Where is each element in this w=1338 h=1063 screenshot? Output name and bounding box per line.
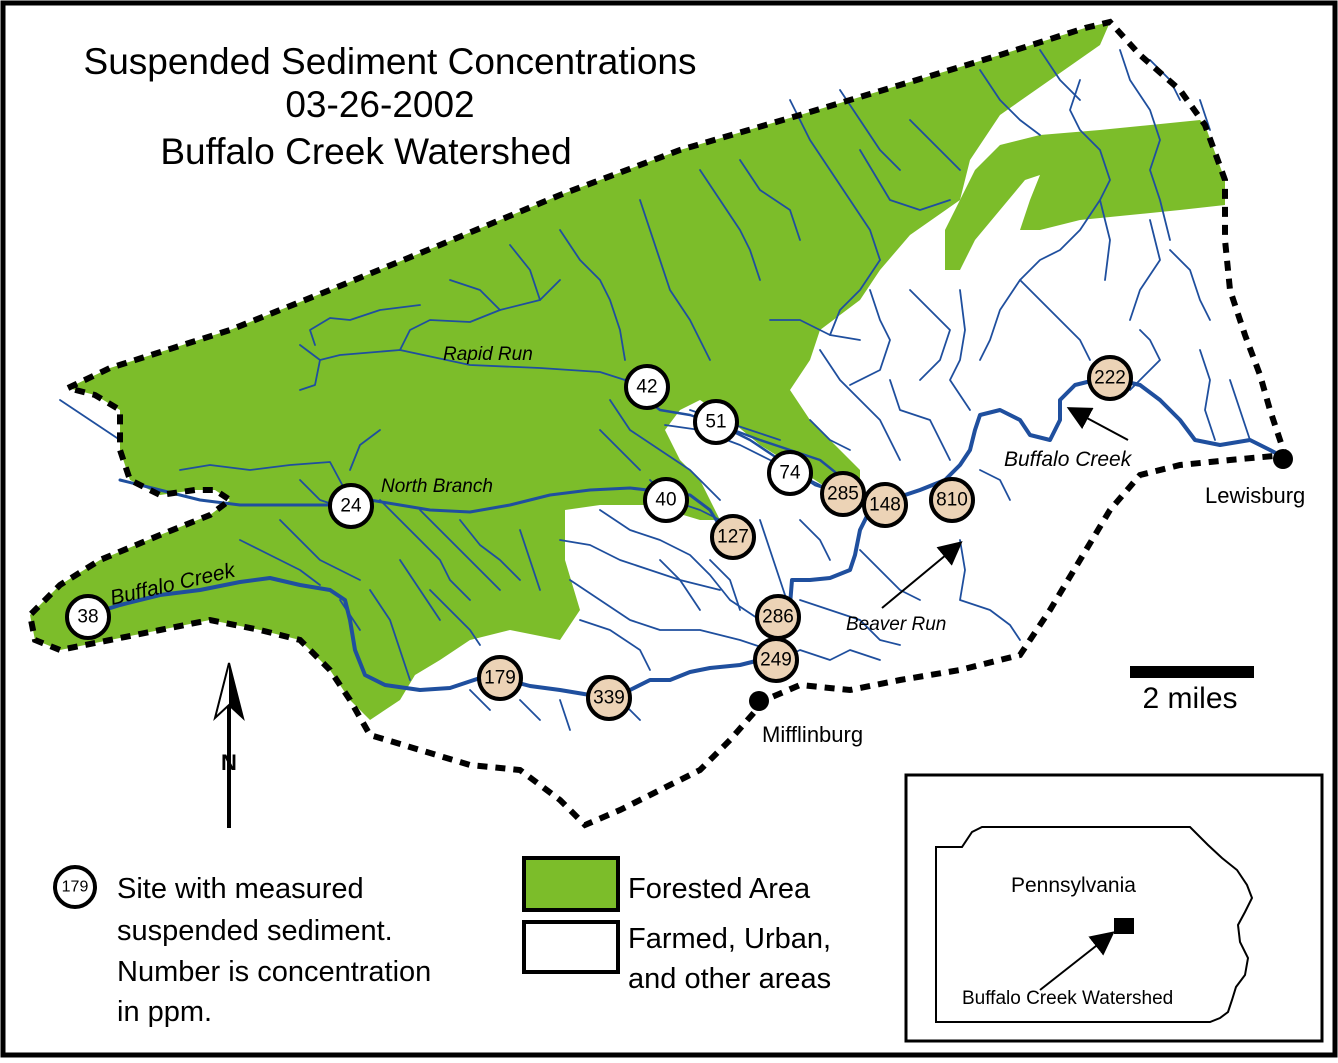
site-value: 127	[717, 527, 749, 548]
label-beaver-run: Beaver Run	[846, 614, 946, 635]
inset-leader-arrow	[1039, 931, 1115, 991]
legend-forest-label: Forested Area	[628, 873, 811, 905]
site-value: 179	[484, 668, 516, 689]
site-value: 339	[593, 688, 625, 709]
map-subtitle: Buffalo Creek Watershed	[160, 131, 571, 172]
site-value: 24	[340, 496, 362, 517]
site-marker: 249	[753, 637, 799, 683]
site-value: 51	[705, 412, 726, 433]
legend-other-line2: and other areas	[628, 963, 831, 995]
inset-watershed-label: Buffalo Creek Watershed	[962, 988, 1173, 1009]
legend-site-line4: in ppm.	[117, 996, 212, 1028]
town-label-lewisburg: Lewisburg	[1205, 483, 1305, 508]
beaver-run-leader-arrow	[881, 541, 963, 609]
legend-other-line1: Farmed, Urban,	[628, 923, 831, 955]
label-buffalo-creek-east: Buffalo Creek	[1004, 448, 1133, 471]
site-value: 40	[655, 490, 676, 511]
site-marker: 339	[586, 675, 632, 721]
legend-site-line2: suspended sediment.	[117, 915, 393, 947]
site-marker: 810	[929, 477, 975, 523]
label-rapid-run: Rapid Run	[443, 344, 533, 365]
legend-site-line1: Site with measured	[117, 873, 364, 905]
legend-forest-swatch	[522, 856, 620, 912]
inset-state-label: Pennsylvania	[1011, 874, 1136, 897]
site-marker: 148	[862, 482, 908, 528]
site-marker: 286	[755, 594, 801, 640]
north-arrow-label: N	[221, 750, 237, 775]
town-marker-lewisburg	[1273, 449, 1293, 469]
legend-site-symbol-value: 179	[62, 879, 89, 896]
label-north-branch: North Branch	[381, 476, 493, 497]
legend-area-entries: Forested Area Farmed, Urban, and other a…	[522, 856, 831, 995]
site-markers: 38 24 42 51 40 74 127 285 148 810 222 28…	[65, 355, 1133, 721]
site-marker: 179	[477, 655, 523, 701]
map-date: 03-26-2002	[285, 84, 474, 125]
site-value: 74	[779, 463, 801, 484]
site-marker: 40	[643, 477, 689, 523]
site-value: 222	[1094, 368, 1126, 389]
scale-bar-label: 2 miles	[1142, 682, 1237, 715]
scale-bar	[1130, 666, 1254, 678]
site-marker: 222	[1087, 355, 1133, 401]
inset-watershed-marker	[1114, 918, 1134, 934]
site-value: 148	[869, 495, 901, 516]
site-value: 38	[77, 607, 98, 628]
site-marker: 24	[328, 483, 374, 529]
site-value: 810	[936, 490, 968, 511]
north-arrow-icon	[213, 662, 245, 828]
map-title: Suspended Sediment Concentrations	[84, 41, 697, 82]
site-marker: 38	[65, 594, 111, 640]
site-marker: 127	[710, 514, 756, 560]
site-marker: 51	[693, 399, 739, 445]
site-value: 285	[827, 484, 859, 505]
town-label-mifflinburg: Mifflinburg	[762, 722, 863, 747]
legend-site-symbol	[53, 865, 97, 909]
inset-locator-map: Pennsylvania Buffalo Creek Watershed	[904, 773, 1324, 1043]
legend-other-swatch	[522, 920, 620, 974]
legend-site-entry: 179 Site with measured suspended sedimen…	[53, 865, 431, 1028]
town-marker-mifflinburg	[749, 691, 769, 711]
buffalo-creek-leader-arrow	[1066, 407, 1129, 441]
site-value: 42	[636, 377, 657, 398]
site-value: 249	[760, 650, 792, 671]
site-marker: 74	[767, 450, 813, 496]
site-marker: 42	[624, 364, 670, 410]
site-marker: 285	[820, 471, 866, 517]
legend-site-line3: Number is concentration	[117, 956, 431, 988]
pennsylvania-outline	[935, 826, 1254, 1023]
site-value: 286	[762, 607, 794, 628]
